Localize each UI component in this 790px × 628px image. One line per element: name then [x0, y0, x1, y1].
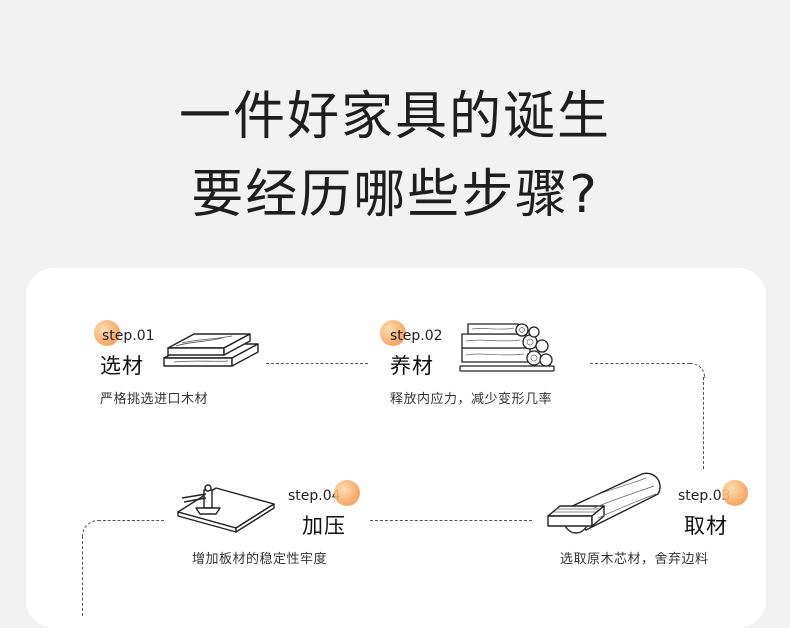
log-pile-icon [459, 323, 555, 372]
headline-line-2: 要经历哪些步骤? [191, 165, 599, 225]
connector-4-next-corner [82, 520, 99, 537]
connector-4-next-horizontal [98, 520, 164, 521]
headline: 一件好家具的诞生 要经历哪些步骤? [0, 78, 790, 234]
wood-planks-icon [163, 333, 259, 367]
step-02-dot [380, 320, 406, 346]
step-01-title: 选材 [100, 354, 144, 378]
headline-line-1: 一件好家具的诞生 [178, 87, 611, 147]
step-02-number: step.02 [390, 328, 443, 344]
step-04-dot [334, 480, 360, 506]
step-03-dot [722, 480, 748, 506]
connector-2-3-vertical [703, 377, 704, 469]
connector-1-2 [266, 363, 368, 364]
step-02-title: 养材 [390, 354, 434, 378]
step-03-title: 取材 [684, 514, 728, 538]
connector-4-next-vertical [82, 536, 83, 616]
connector-2-3-corner [690, 363, 705, 378]
step-01-description: 严格挑选进口木材 [100, 392, 209, 407]
step-04-title: 加压 [302, 514, 346, 538]
step-01-number: step.01 [102, 328, 155, 344]
process-card: step.01 选材 严格挑选进口木材 step.02 养材 [26, 268, 766, 628]
step-03-number: step.03 [678, 488, 731, 504]
step-01-dot [94, 320, 120, 346]
step-03-description: 选取原木芯材，舍弃边料 [560, 552, 709, 567]
step-04-description: 增加板材的稳定性牢度 [192, 552, 328, 567]
log-cut-icon [547, 472, 661, 534]
connector-3-4 [370, 520, 532, 521]
step-04-number: step.04 [288, 488, 341, 504]
connector-2-3-horizontal [590, 363, 690, 364]
step-02-description: 释放内应力，减少变形几率 [390, 392, 553, 407]
press-clamp-icon [177, 484, 275, 533]
